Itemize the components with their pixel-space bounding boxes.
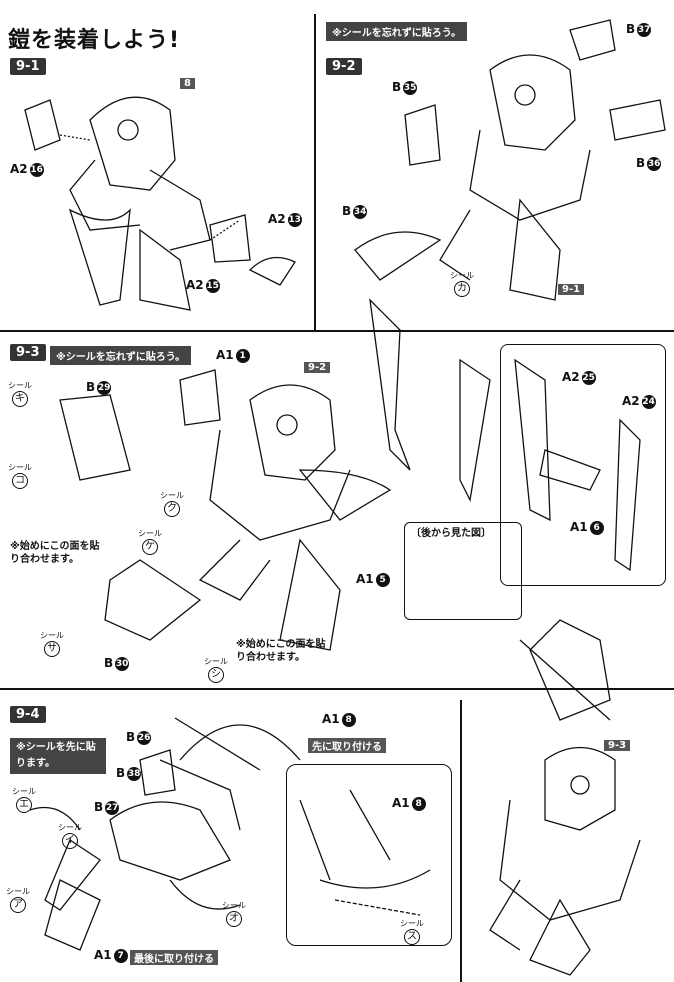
seal-sa: シールサ bbox=[40, 630, 64, 657]
ref-badge-9-1: 9-1 bbox=[558, 284, 585, 295]
attach-first-label: 先に取り付ける bbox=[308, 738, 386, 753]
seal-a: シールア bbox=[6, 886, 30, 913]
robot-figure-9-4-result bbox=[489, 619, 641, 976]
seal-su: シールス bbox=[400, 918, 424, 945]
attach-last-label: 最後に取り付ける bbox=[130, 950, 218, 965]
seal-ke: シールケ bbox=[138, 528, 162, 555]
step-badge-9-3: 9-3 bbox=[10, 344, 46, 361]
ref-badge-9-3: 9-3 bbox=[604, 740, 631, 751]
seal-ko: シールコ bbox=[8, 462, 32, 489]
divider-h1 bbox=[0, 330, 674, 332]
seal-i: シールイ bbox=[58, 822, 82, 849]
page-title: 鎧を装着しよう! bbox=[8, 28, 181, 53]
seal-ku: シールク bbox=[160, 490, 184, 517]
note-9-4: ※シールを先に貼ります。 bbox=[10, 738, 106, 774]
detail-box-horn bbox=[286, 764, 452, 946]
step-badge-9-1: 9-1 bbox=[10, 58, 46, 75]
robot-figure-9-2 bbox=[354, 19, 666, 301]
divider-top-vertical bbox=[314, 14, 316, 332]
seal-ki: シールキ bbox=[8, 380, 32, 407]
seal-e: シールエ bbox=[12, 786, 36, 813]
instruction-glue-2: ※始めにこの面を貼り合わせます。 bbox=[236, 639, 326, 663]
step-badge-9-2: 9-2 bbox=[326, 58, 362, 75]
seal-o: シールオ bbox=[222, 900, 246, 927]
note-9-2: ※シールを忘れずに貼ろう。 bbox=[326, 22, 468, 41]
robot-figure-9-1 bbox=[24, 96, 296, 311]
seal-shi: シールシ bbox=[204, 656, 228, 683]
detail-box-sword bbox=[500, 344, 666, 586]
back-view-box: 〔後から見た図〕 bbox=[404, 522, 522, 620]
instruction-glue-1: ※始めにこの面を貼り合わせます。 bbox=[10, 541, 100, 565]
ref-badge-9-2: 9-2 bbox=[304, 362, 331, 373]
seal-ka: シールカ bbox=[450, 270, 474, 297]
step-badge-9-4: 9-4 bbox=[10, 706, 46, 723]
divider-bottom-vertical bbox=[460, 700, 462, 982]
divider-h2 bbox=[0, 688, 674, 690]
part-ref-8: 8 bbox=[180, 78, 195, 89]
note-9-3: ※シールを忘れずに貼ろう。 bbox=[50, 346, 192, 365]
back-view-title: 〔後から見た図〕 bbox=[411, 528, 491, 539]
